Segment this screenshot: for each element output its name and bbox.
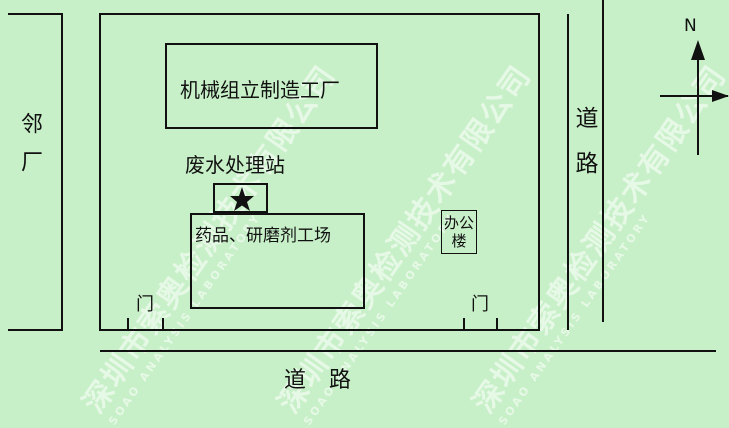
- office-building-label: 办公 楼: [443, 214, 474, 250]
- gate-right-label: 门: [471, 294, 489, 315]
- bottom-road-label: 道 路: [284, 368, 359, 393]
- wastewater-station: [213, 183, 268, 213]
- neighbor-factory-label: 邻厂: [17, 112, 42, 188]
- wastewater-station-label: 废水处理站: [185, 153, 285, 177]
- north-label: N: [684, 16, 697, 36]
- pharma-workshop-label: 药品、研磨剂工场: [195, 226, 331, 246]
- star-icon: [230, 187, 254, 211]
- right-road-label: 道路: [571, 106, 597, 196]
- pharma-workshop: 药品、研磨剂工场: [190, 213, 365, 309]
- gate-left-label: 门: [136, 294, 154, 315]
- neighbor-factory-bracket: [8, 13, 63, 331]
- site-boundary: [99, 13, 540, 331]
- machinery-factory-label: 机械组立制造工厂: [180, 78, 340, 102]
- office-building: 办公 楼: [441, 210, 477, 254]
- site-plan-lines: [8, 0, 729, 352]
- north-arrow-icon: [660, 40, 729, 155]
- machinery-factory: 机械组立制造工厂: [165, 43, 378, 129]
